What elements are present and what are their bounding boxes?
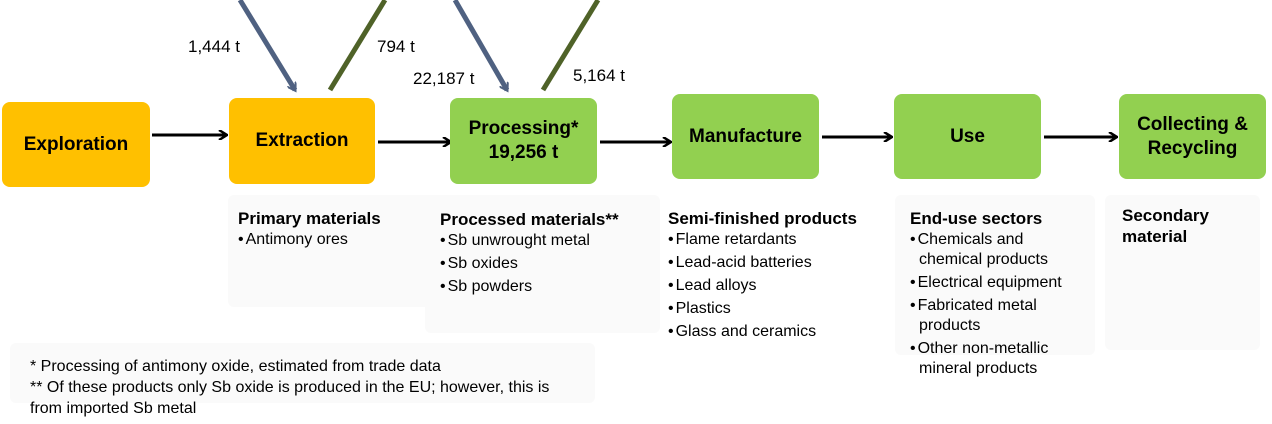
stage-manufacture: Manufacture (672, 94, 819, 179)
list-item: Electrical equipment (910, 273, 1085, 293)
stage-label: Exploration (23, 133, 129, 155)
list-item: Fabricated metal products (910, 296, 1085, 336)
footnote: ** Of these products only Sb oxide is pr… (30, 379, 550, 417)
block-title: Semi-finished products (668, 209, 857, 228)
footnotes: * Processing of antimony oxide, estimate… (30, 356, 550, 419)
flow-label: 5,164 t (573, 66, 625, 85)
list-item: Lead alloys (668, 276, 857, 296)
block-secondary: Secondary material (1122, 205, 1232, 247)
block-end-use: End-use sectors Chemicals and chemical p… (910, 207, 1085, 382)
import-arrow-processing (452, 0, 510, 90)
panel-footnote (10, 343, 595, 403)
list-item: Plastics (668, 299, 857, 319)
list-item: Sb unwrought metal (440, 231, 619, 251)
stage-label: Extraction (255, 130, 349, 151)
list-item: Sb powders (440, 277, 619, 297)
block-title: Processed materials** (440, 210, 619, 229)
list-item: Antimony ores (238, 230, 381, 250)
stage-label: Collecting & Recycling (1137, 113, 1248, 159)
stage-label: Manufacture (689, 125, 802, 147)
flow-label: 22,187 t (413, 69, 475, 88)
stage-use: Use (894, 94, 1041, 179)
block-title: Primary materials (238, 209, 381, 228)
stage-exploration: Exploration (2, 102, 150, 187)
import-arrow-extraction (237, 0, 298, 90)
panel-primary (228, 195, 438, 307)
flow-label: 1,444 t (188, 37, 240, 56)
stage-label: Processing* (468, 118, 579, 139)
block-processed: Processed materials** Sb unwrought metal… (440, 208, 619, 300)
stage-processing: Processing* 19,256 t (450, 98, 597, 184)
block-semi-finished: Semi-finished products Flame retardantsL… (668, 207, 857, 345)
export-arrow-processing (540, 0, 601, 92)
list-item: Glass and ceramics (668, 322, 857, 342)
list-item: Sb oxides (440, 254, 619, 274)
panel-secondary (1105, 195, 1260, 350)
list-item: Lead-acid batteries (668, 253, 857, 273)
block-title: End-use sectors (910, 209, 1043, 228)
footnote: * Processing of antimony oxide, estimate… (30, 358, 441, 375)
stage-extraction: Extraction (229, 98, 375, 184)
list-item: Flame retardants (668, 230, 857, 250)
list-item: Other non-metallic mineral products (910, 339, 1085, 379)
block-primary: Primary materials Antimony ores (238, 207, 381, 253)
stage-label: Use (950, 125, 985, 147)
flow-label: 794 t (377, 37, 415, 56)
stage-recycling: Collecting & Recycling (1119, 94, 1266, 179)
stage-value: 19,256 t (488, 142, 559, 163)
list-item: Chemicals and chemical products (910, 230, 1085, 270)
export-arrow-extraction (327, 0, 388, 92)
block-title: Secondary material (1122, 206, 1209, 246)
